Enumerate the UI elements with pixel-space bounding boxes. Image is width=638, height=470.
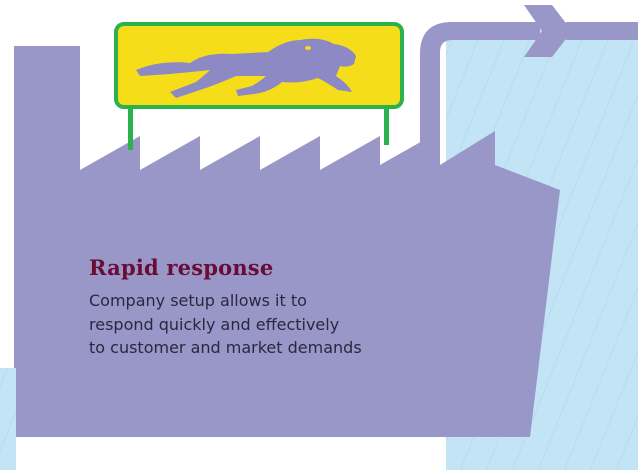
caption-line-1: Company setup allows it to: [89, 291, 307, 310]
sign-post-right: [384, 100, 389, 145]
caption-description: Company setup allows it to respond quick…: [89, 289, 469, 360]
leaping-cat-icon: [136, 38, 356, 98]
factory-building: [14, 46, 560, 437]
caption-line-3: to customer and market demands: [89, 338, 362, 357]
flow-band: [566, 22, 638, 40]
caption-line-2: respond quickly and effectively: [89, 314, 340, 334]
caption-title: Rapid response: [89, 255, 274, 280]
caption-block: Rapid response Company setup allows it t…: [89, 255, 469, 360]
sign-post-left: [128, 100, 133, 150]
arrow-right-icon: [524, 5, 572, 57]
left-water-strip: [0, 368, 16, 470]
